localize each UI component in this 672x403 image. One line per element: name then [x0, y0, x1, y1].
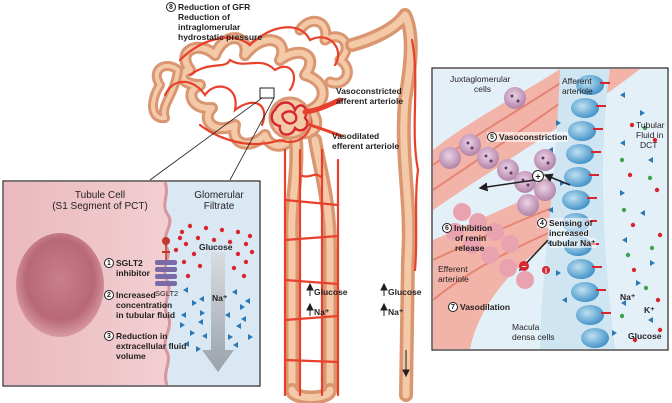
- step2-line1: Increased: [116, 290, 156, 300]
- step7-text: Vasodilation: [460, 302, 511, 312]
- vasoconstricted-line1: Vasoconstricted: [336, 86, 402, 96]
- nephron-illustration: [148, 8, 420, 403]
- step5-text: Vasoconstriction: [499, 132, 568, 142]
- step3-line3: volume: [116, 351, 146, 361]
- nucleus-shape: [16, 233, 104, 337]
- juxtaglomerular-line1: Juxtaglomerular: [450, 74, 511, 84]
- step8-line4: hydrostatic pressure: [178, 32, 263, 42]
- sodium-particles: [180, 287, 253, 352]
- filtrate-sodium-label: Na⁺: [212, 293, 228, 303]
- duct-glucose-label: Glucose: [388, 287, 422, 297]
- filtrate-glucose-label: Glucose: [199, 242, 233, 252]
- step3-line2: extracellular fluid: [116, 341, 187, 351]
- loop-sodium-label: Na⁺: [314, 307, 330, 317]
- svg-text:I: I: [545, 268, 547, 275]
- juxtaglomerular-cells: [439, 87, 556, 216]
- flow-arrow: [202, 252, 234, 372]
- tubule-cell-panel: [2, 180, 261, 387]
- loop-glucose-label: Glucose: [314, 287, 348, 297]
- macula-densa-line2: densa cells: [512, 332, 555, 342]
- step7-number: 7: [448, 302, 458, 312]
- svg-text:+: +: [535, 172, 540, 182]
- efferent-line2: arteriole: [438, 274, 469, 284]
- macula-densa-cells: [562, 75, 609, 348]
- step1-number: 1: [104, 258, 114, 268]
- juxtaglomerular-line2: cells: [474, 84, 492, 94]
- filtrate-title-line2: Filtrate: [203, 201, 235, 212]
- step8-line3: intraglomerular: [178, 22, 241, 32]
- tubular-fluid-line1: Tubular: [636, 120, 665, 130]
- tubular-fluid-line2: Fluid in: [636, 130, 664, 140]
- vasodilated-line2: efferent arteriole: [332, 141, 400, 151]
- sglt2-transporter: [155, 237, 177, 286]
- duct-sodium-label: Na⁺: [388, 307, 404, 317]
- vasoconstricted-line2: afferent arteriole: [336, 96, 404, 106]
- step6-line2: of renin: [455, 233, 487, 243]
- step3-line1: Reduction in: [116, 331, 168, 341]
- step6-line3: release: [455, 243, 485, 253]
- step2-number: 2: [104, 290, 114, 300]
- macula-densa-panel: + − I: [431, 67, 669, 351]
- afferent-line1: Afferent: [562, 76, 592, 86]
- right-glucose-label: Glucose: [628, 331, 662, 341]
- sglt2-label: SGLT2: [155, 289, 179, 298]
- filtrate-title: Glomerular Filtrate: [180, 190, 258, 212]
- efferent-line1: Efferent: [438, 264, 468, 274]
- step4-line1: Sensing of: [549, 218, 593, 228]
- step1-line2: inhibitor: [116, 268, 150, 278]
- step2-line3: in tubular fluid: [116, 310, 176, 320]
- tubule-title-line2: (S1 Segment of PCT): [52, 201, 148, 212]
- tubule-cell-title: Tubule Cell (S1 Segment of PCT): [40, 190, 160, 212]
- macula-densa-line1: Macula: [512, 322, 540, 332]
- step1-line1: SGLT2: [116, 258, 143, 268]
- step4-number: 4: [537, 218, 547, 228]
- glucose-particles: [173, 223, 255, 279]
- step6-line1: Inhibition: [454, 223, 493, 233]
- step2-line2: concentration: [116, 300, 173, 310]
- svg-text:−: −: [522, 262, 527, 271]
- vasodilated-line1: Vasodilated: [332, 131, 380, 141]
- right-potassium-label: K⁺: [644, 305, 655, 315]
- step8-line1: Reduction of GFR: [178, 2, 251, 12]
- step3-number: 3: [104, 331, 114, 341]
- step4-line3: tubular Na⁺: [549, 238, 596, 248]
- right-sodium-label: Na⁺: [620, 292, 636, 302]
- step8-line2: Reduction of: [178, 12, 230, 22]
- step8-number: 8: [166, 2, 176, 12]
- filtrate-title-line1: Glomerular: [194, 190, 244, 201]
- tubule-title-line1: Tubule Cell: [74, 190, 126, 201]
- step6-number: 6: [442, 223, 452, 233]
- tubular-fluid-line3: DCT: [640, 140, 658, 150]
- afferent-line2: arteriole: [562, 86, 593, 96]
- step5-number: 5: [487, 132, 497, 142]
- step4-line2: increased: [549, 228, 589, 238]
